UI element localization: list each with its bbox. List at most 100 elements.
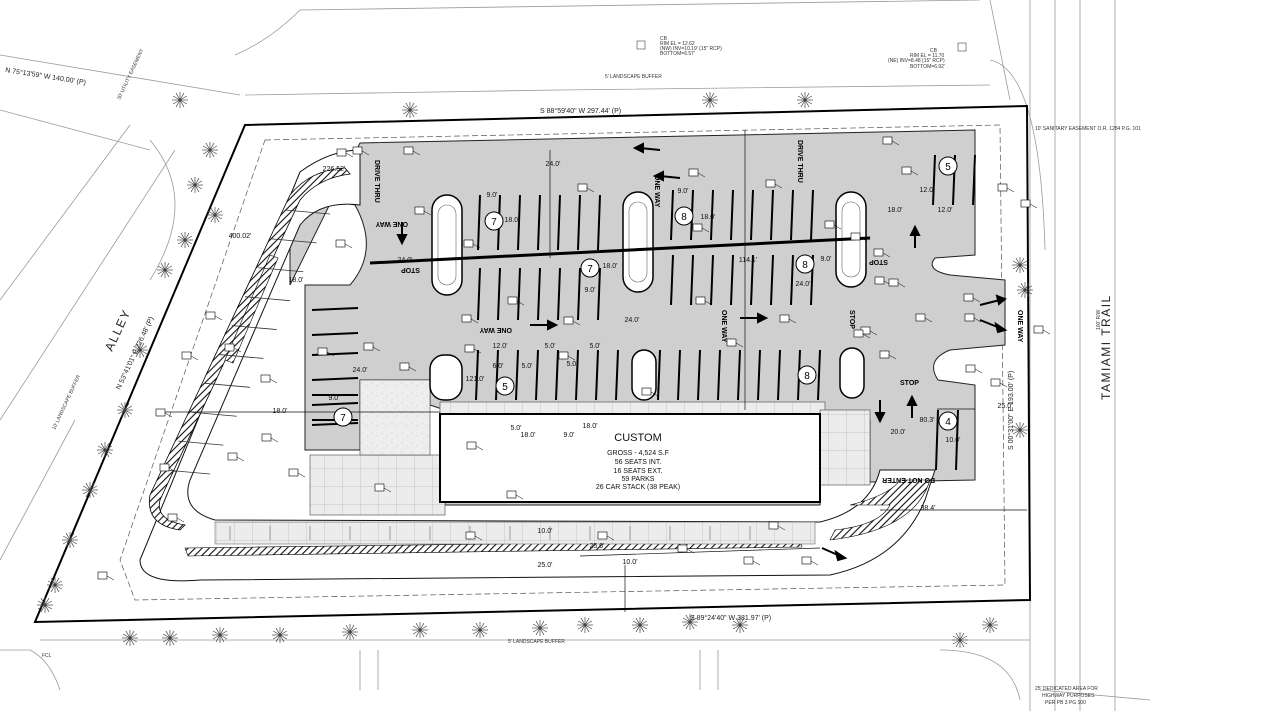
landscape-north-label: 5' LANDSCAPE BUFFER: [605, 74, 662, 80]
stall-count-badge: 5: [938, 156, 958, 176]
reference-tag: [873, 248, 891, 258]
cb-right-3: (NE) INV=8.48 (15" RCP): [888, 58, 945, 64]
stall-stripe: [810, 189, 814, 241]
dimension-label: 24.0': [796, 281, 811, 288]
stall-stripe: [670, 254, 674, 306]
tree-icon: [342, 624, 358, 640]
stall-count: 7: [340, 413, 346, 424]
alley-label: ALLEY: [102, 307, 134, 354]
drive-thru-stall: [284, 209, 331, 215]
tree-icon: [207, 207, 223, 223]
tree-icon: [212, 627, 228, 643]
dimension-label: 18.0': [603, 263, 618, 270]
tree-icon: [797, 92, 813, 108]
tree-icon: [117, 402, 133, 418]
dimension-label: 18.0': [505, 217, 520, 224]
tree-icon: [632, 617, 648, 633]
dedicated-area-3: PER PB 3 PG 100: [1045, 700, 1086, 706]
reference-tag: [507, 296, 525, 306]
tree-icon: [402, 102, 418, 118]
marking-one-way-3: ONE WAY: [479, 326, 512, 333]
dimension-label: 6.0': [492, 363, 503, 370]
tree-icon: [532, 620, 548, 636]
landscape-south-label: 5' LANDSCAPE BUFFER: [508, 639, 565, 645]
tree-icon: [82, 482, 98, 498]
dimension-label: 24.0': [625, 317, 640, 324]
reference-tag: [261, 433, 279, 443]
tree-icon: [952, 632, 968, 648]
parking-stripes: [164, 154, 976, 540]
tree-icon: [1012, 422, 1028, 438]
stall-stripe: [477, 267, 481, 321]
dimension-label: 5.0': [510, 425, 521, 432]
stall-count-badge: 5: [495, 376, 515, 396]
dimension-labels: 24.0'9.0'18.0'24.0'9.0'18.0'114.1'24.0'1…: [229, 161, 1013, 569]
stall-stripe: [557, 267, 561, 321]
tree-icon: [272, 627, 288, 643]
reference-tag: [465, 531, 483, 541]
dimension-label: 9.0': [677, 188, 688, 195]
tree-icon: [1012, 257, 1028, 273]
stall-stripe: [597, 267, 601, 321]
stall-stripe: [750, 254, 754, 306]
reference-tag: [743, 556, 761, 566]
stall-stripe: [535, 349, 539, 401]
dimension-label: 25.0': [538, 562, 553, 569]
stall-stripe: [555, 349, 559, 401]
reference-tag: [167, 513, 185, 523]
dimension-label: 5.0': [566, 361, 577, 368]
dimension-label: 18.0': [521, 432, 536, 439]
stall-stripe: [517, 267, 521, 321]
hatched-curb-inner: [224, 254, 279, 364]
catch-basin-right: CB RIM EL = 11.70 (NE) INV=8.48 (15" RCP…: [888, 42, 967, 70]
stall-count-badge: 7: [484, 211, 504, 231]
reference-tag: [677, 544, 695, 554]
stall-count: 7: [491, 217, 497, 228]
stall-stripe: [575, 349, 579, 401]
dimension-label: 12.0': [493, 343, 508, 350]
dimension-label: 9.0': [563, 432, 574, 439]
stall-stripe: [517, 194, 521, 251]
stall-stripe: [597, 194, 601, 251]
reference-tag: [882, 136, 900, 146]
dimension-label: 24.0': [546, 161, 561, 168]
reference-tag: [461, 314, 479, 324]
cb-left-2: RIM EL = 12.62: [660, 41, 695, 47]
trees: [37, 92, 1033, 648]
stall-stripe: [537, 194, 541, 251]
reference-tag: [464, 344, 482, 354]
reference-tag: [964, 313, 982, 323]
marking-drive-thru-1: DRIVE THRU: [373, 160, 380, 203]
sidewalk-pavers-2: [359, 379, 431, 456]
tree-icon: [37, 597, 53, 613]
marking-drive-thru-2: DRIVE THRU: [796, 140, 803, 183]
dimension-label: 12.0': [938, 207, 953, 214]
stall-stripe: [577, 267, 581, 321]
sanitary-easement-label: 10' SANITARY EASEMENT O.R. 1284 P.G. 101: [1035, 126, 1141, 132]
tree-icon: [577, 617, 593, 633]
dimension-label: 24.0': [398, 257, 413, 264]
stall-count: 7: [587, 264, 593, 275]
reference-tag: [577, 183, 595, 193]
reference-tag: [414, 206, 432, 216]
dimension-label: 12.0': [920, 187, 935, 194]
reference-tag: [901, 166, 919, 176]
stall-stripe: [972, 154, 976, 206]
stall-stripe: [557, 194, 561, 251]
stall-count: 8: [681, 212, 687, 223]
drive-thru-stall: [258, 267, 304, 273]
reference-tag: [463, 239, 481, 249]
dedicated-area-2: HIGHWAY PURPOSES: [1042, 693, 1095, 699]
reference-tag: [963, 293, 981, 303]
reference-tag: [850, 232, 868, 242]
stall-stripe: [515, 349, 519, 401]
cb-right-1: CB: [930, 48, 938, 54]
stall-stripe: [730, 189, 734, 241]
reference-tag: [335, 239, 353, 249]
stall-stripe: [817, 349, 821, 401]
cb-left-4: BOTTOM=6.57': [660, 51, 695, 57]
stall-stripe: [770, 254, 774, 306]
dimension-label: 226.52': [323, 166, 346, 173]
stall-stripe: [730, 254, 734, 306]
